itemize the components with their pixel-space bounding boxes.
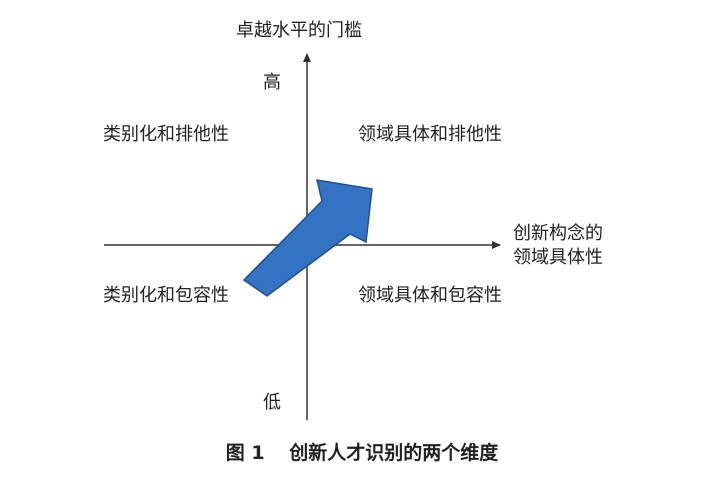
figure-title: 创新人才识别的两个维度 [289,442,499,464]
figure-caption: 图 1 创新人才识别的两个维度 [0,438,724,465]
quadrant-bottom-right: 领域具体和包容性 [358,285,502,306]
diagonal-arrow [242,179,373,297]
x-axis-title: 创新构念的 领域具体性 [513,222,623,270]
figure-number: 图 1 [225,442,265,464]
quadrant-top-left: 类别化和排他性 [103,124,229,145]
x-axis-title-line2: 领域具体性 [513,247,603,268]
y-axis-low-label: 低 [263,392,281,413]
y-axis-high-label: 高 [263,72,281,93]
y-axis-title: 卓越水平的门槛 [236,20,362,41]
x-axis-title-line1: 创新构念的 [513,223,603,244]
quadrant-top-right: 领域具体和排他性 [358,124,502,145]
quadrant-bottom-left: 类别化和包容性 [103,285,229,306]
